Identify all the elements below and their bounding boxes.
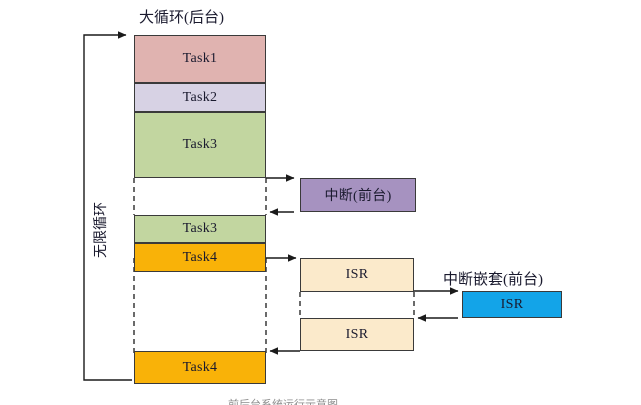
title-nested-interrupt: 中断嵌套(前台) (443, 272, 543, 288)
label-infinite-loop: 无限循环 (94, 202, 109, 258)
isr-block-second[interactable]: ISR (300, 318, 414, 351)
task-block-task3-first[interactable]: Task3 (134, 112, 266, 178)
diagram-caption: 前后台系统运行示意图 (228, 399, 338, 405)
task-block-task3-resume[interactable]: Task3 (134, 215, 266, 243)
nested-isr-block[interactable]: ISR (462, 291, 562, 318)
task-block-task1[interactable]: Task1 (134, 35, 266, 83)
interrupt-block[interactable]: 中断(前台) (300, 178, 416, 212)
task-block-task2[interactable]: Task2 (134, 83, 266, 112)
infinite-loop-arrow (83, 31, 132, 381)
title-main-loop: 大循环(后台) (139, 10, 224, 26)
task-block-task4-first[interactable]: Task4 (134, 243, 266, 272)
isr-block-first[interactable]: ISR (300, 258, 414, 292)
main-column-dashed-guides (133, 178, 267, 355)
isr-column-dashed-guides (299, 292, 415, 318)
task-block-task4-resume[interactable]: Task4 (134, 351, 266, 384)
